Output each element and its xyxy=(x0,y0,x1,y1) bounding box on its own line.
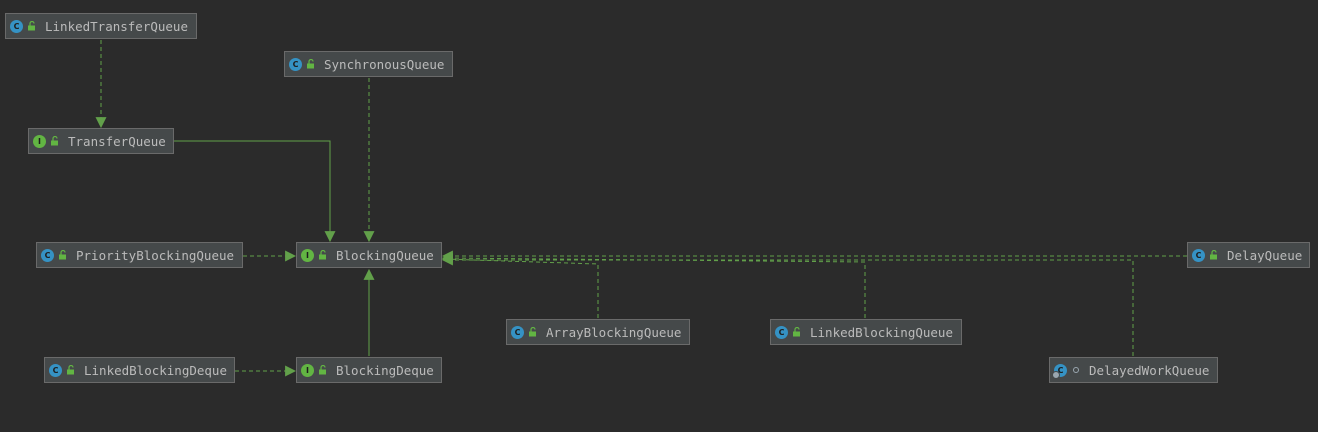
node-label: LinkedBlockingQueue xyxy=(810,324,953,340)
node-label: SynchronousQueue xyxy=(324,56,445,72)
node-synchronous-queue[interactable]: C SynchronousQueue xyxy=(284,51,453,77)
unlocked-public-icon xyxy=(317,364,329,376)
edge-implements xyxy=(441,254,1134,356)
node-blocking-deque[interactable]: I BlockingDeque xyxy=(296,357,442,383)
edge-extends xyxy=(174,140,336,243)
node-label: BlockingDeque xyxy=(336,362,434,378)
node-label: ArrayBlockingQueue xyxy=(546,324,682,340)
unlocked-public-icon xyxy=(305,58,317,70)
node-linked-transfer-queue[interactable]: C LinkedTransferQueue xyxy=(5,13,197,39)
node-delay-queue[interactable]: C DelayQueue xyxy=(1187,242,1310,268)
node-label: LinkedBlockingDeque xyxy=(84,362,227,378)
class-icon: C xyxy=(49,363,62,377)
interface-icon: I xyxy=(33,134,46,148)
node-linked-blocking-deque[interactable]: C LinkedBlockingDeque xyxy=(44,357,235,383)
unlocked-public-icon xyxy=(1208,249,1220,261)
class-icon: C xyxy=(41,248,54,262)
interface-icon: I xyxy=(301,363,314,377)
unlocked-public-icon xyxy=(65,364,77,376)
node-priority-blocking-queue[interactable]: C PriorityBlockingQueue xyxy=(36,242,243,268)
class-icon: C xyxy=(289,57,302,71)
edge-implements xyxy=(441,252,866,318)
node-transfer-queue[interactable]: I TransferQueue xyxy=(28,128,174,154)
unlocked-public-icon xyxy=(317,249,329,261)
node-label: BlockingQueue xyxy=(336,247,434,263)
class-icon: C xyxy=(1192,248,1205,262)
node-delayed-work-queue[interactable]: C DelayedWorkQueue xyxy=(1049,357,1218,383)
class-icon: C xyxy=(10,19,23,33)
node-label: DelayQueue xyxy=(1227,247,1303,263)
class-icon: C xyxy=(775,325,788,339)
node-blocking-queue[interactable]: I BlockingQueue xyxy=(296,242,442,268)
interface-icon: I xyxy=(301,248,314,262)
package-private-dot-icon xyxy=(1070,364,1082,376)
unlocked-public-icon xyxy=(527,326,539,338)
node-label: DelayedWorkQueue xyxy=(1089,362,1210,378)
edge-implements xyxy=(441,253,599,318)
unlocked-public-icon xyxy=(57,249,69,261)
unlocked-public-icon xyxy=(26,20,38,32)
unlocked-public-icon xyxy=(49,135,61,147)
inner-class-icon: C xyxy=(1052,363,1067,379)
node-label: LinkedTransferQueue xyxy=(45,18,188,34)
node-linked-blocking-queue[interactable]: C LinkedBlockingQueue xyxy=(770,319,962,345)
node-label: TransferQueue xyxy=(68,133,166,149)
node-label: PriorityBlockingQueue xyxy=(76,247,235,263)
unlocked-public-icon xyxy=(791,326,803,338)
node-array-blocking-queue[interactable]: C ArrayBlockingQueue xyxy=(506,319,690,345)
class-icon: C xyxy=(511,325,524,339)
